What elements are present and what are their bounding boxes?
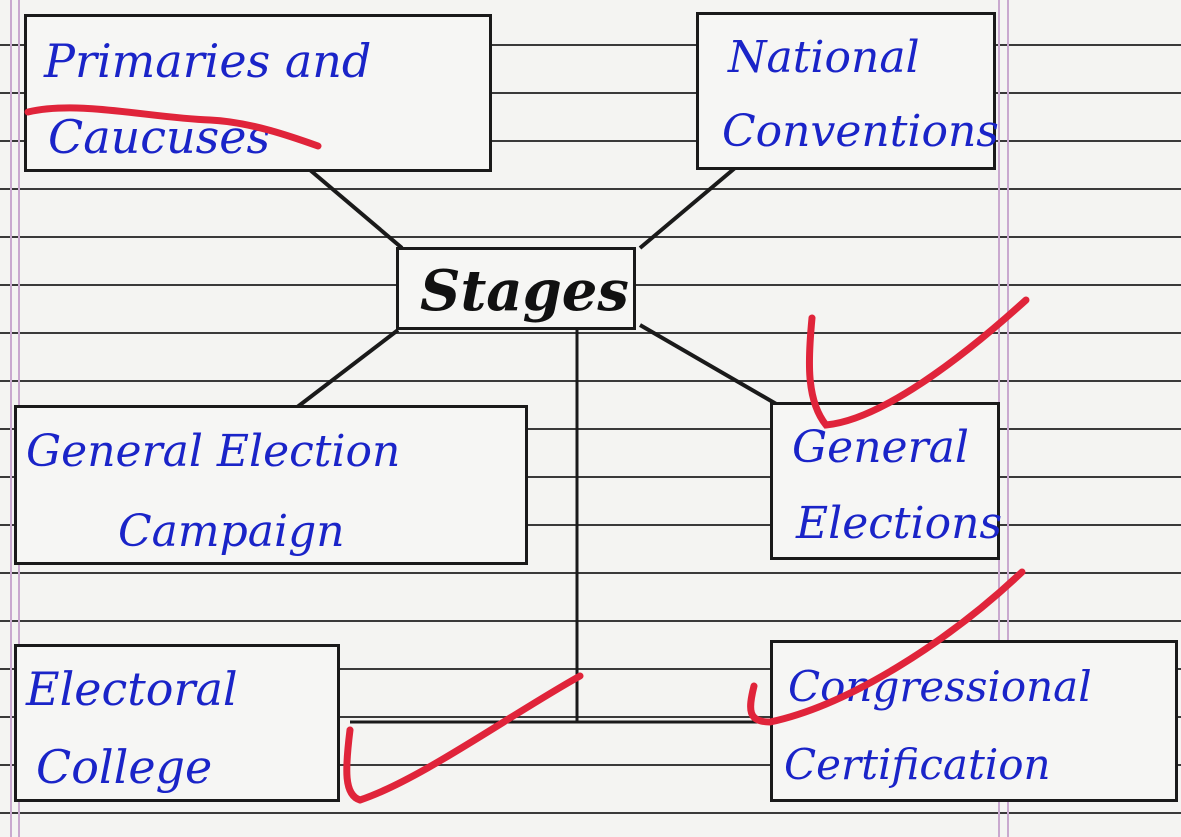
node-box-certification <box>770 640 1178 802</box>
connector-primaries <box>308 168 404 250</box>
left-margin-line <box>10 0 12 837</box>
node-box-primaries <box>24 14 492 172</box>
check-mark-college <box>343 672 584 804</box>
check-mark-elections <box>805 296 1030 429</box>
node-label-conventions-line2: Conventions <box>722 106 999 157</box>
node-label-conventions-line1: National <box>728 32 920 83</box>
node-label-campaign-line1: General Election <box>26 426 401 477</box>
node-label-college-line2: College <box>36 740 213 794</box>
node-box-conventions <box>696 12 996 170</box>
node-label-certification-line2: Certification <box>784 740 1051 789</box>
connector-conventions <box>638 166 737 250</box>
connector-campaign <box>294 328 400 410</box>
center-label-stages: Stages <box>420 258 629 324</box>
node-label-primaries-line1: Primaries and <box>44 34 372 88</box>
check-mark-certification <box>747 568 1026 726</box>
node-box-college <box>14 644 340 802</box>
node-label-campaign-line2: Campaign <box>118 506 345 557</box>
center-box-stages <box>396 247 636 330</box>
connector-elections <box>638 323 780 407</box>
underline-mark-primaries <box>24 104 322 150</box>
node-label-elections-line2: Elections <box>796 498 1003 549</box>
node-label-elections-line1: General <box>792 422 969 473</box>
node-box-campaign <box>14 405 528 565</box>
node-box-elections <box>770 402 1000 560</box>
right-margin-line-2 <box>1007 0 1009 837</box>
node-label-college-line1: Electoral <box>26 662 238 716</box>
